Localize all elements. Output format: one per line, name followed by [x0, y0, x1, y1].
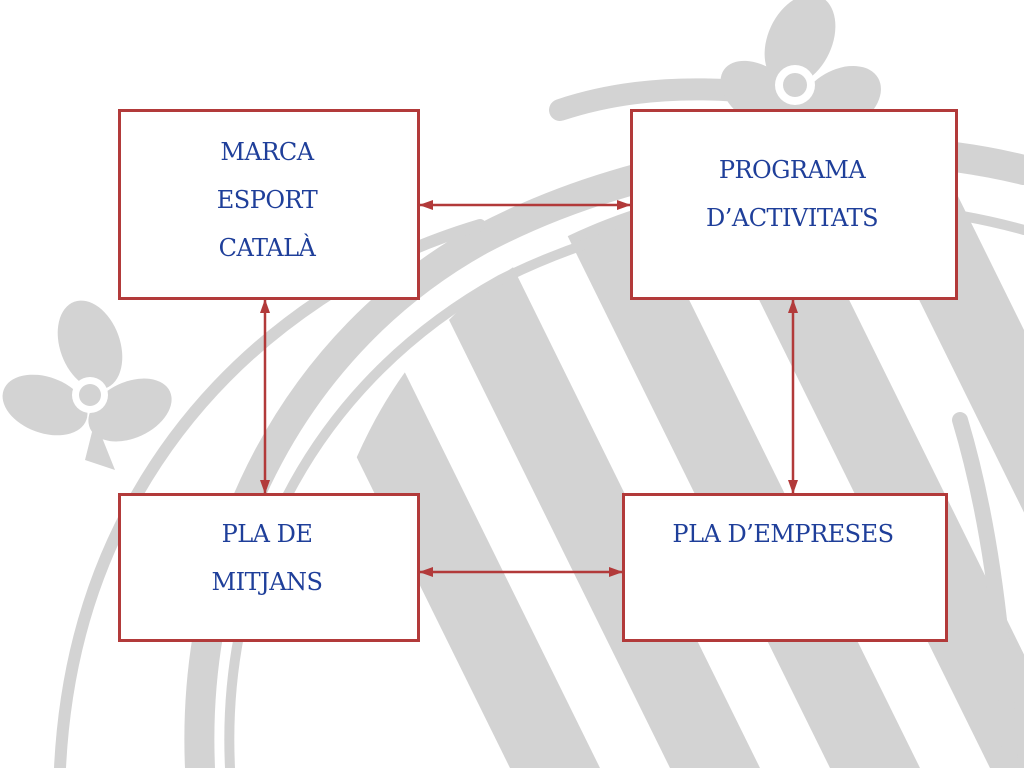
- box-empreses-line-1: PLA D’EMPRESES: [672, 520, 894, 548]
- box-marca-esport-catala: MARCA ESPORT CATALÀ: [118, 109, 420, 300]
- box-programa-label: PROGRAMA D’ACTIVITATS: [631, 146, 953, 242]
- box-mitjans-label: PLA DE MITJANS: [119, 510, 415, 606]
- box-programa-line-1: PROGRAMA: [718, 156, 866, 184]
- box-programa-activitats: PROGRAMA D’ACTIVITATS: [630, 109, 958, 300]
- box-mitjans-line-1: PLA DE: [221, 520, 313, 548]
- box-pla-de-mitjans: PLA DE MITJANS: [118, 493, 420, 642]
- box-programa-line-2: D’ACTIVITATS: [705, 204, 879, 232]
- box-empreses-label: PLA D’EMPRESES: [623, 510, 943, 558]
- box-mitjans-line-2: MITJANS: [211, 568, 323, 596]
- box-marca-line-2: ESPORT: [216, 186, 318, 214]
- box-marca-line-3: CATALÀ: [218, 234, 316, 262]
- box-marca-line-1: MARCA: [220, 138, 314, 166]
- box-marca-label: MARCA ESPORT CATALÀ: [119, 128, 415, 272]
- box-pla-empreses: PLA D’EMPRESES: [622, 493, 948, 642]
